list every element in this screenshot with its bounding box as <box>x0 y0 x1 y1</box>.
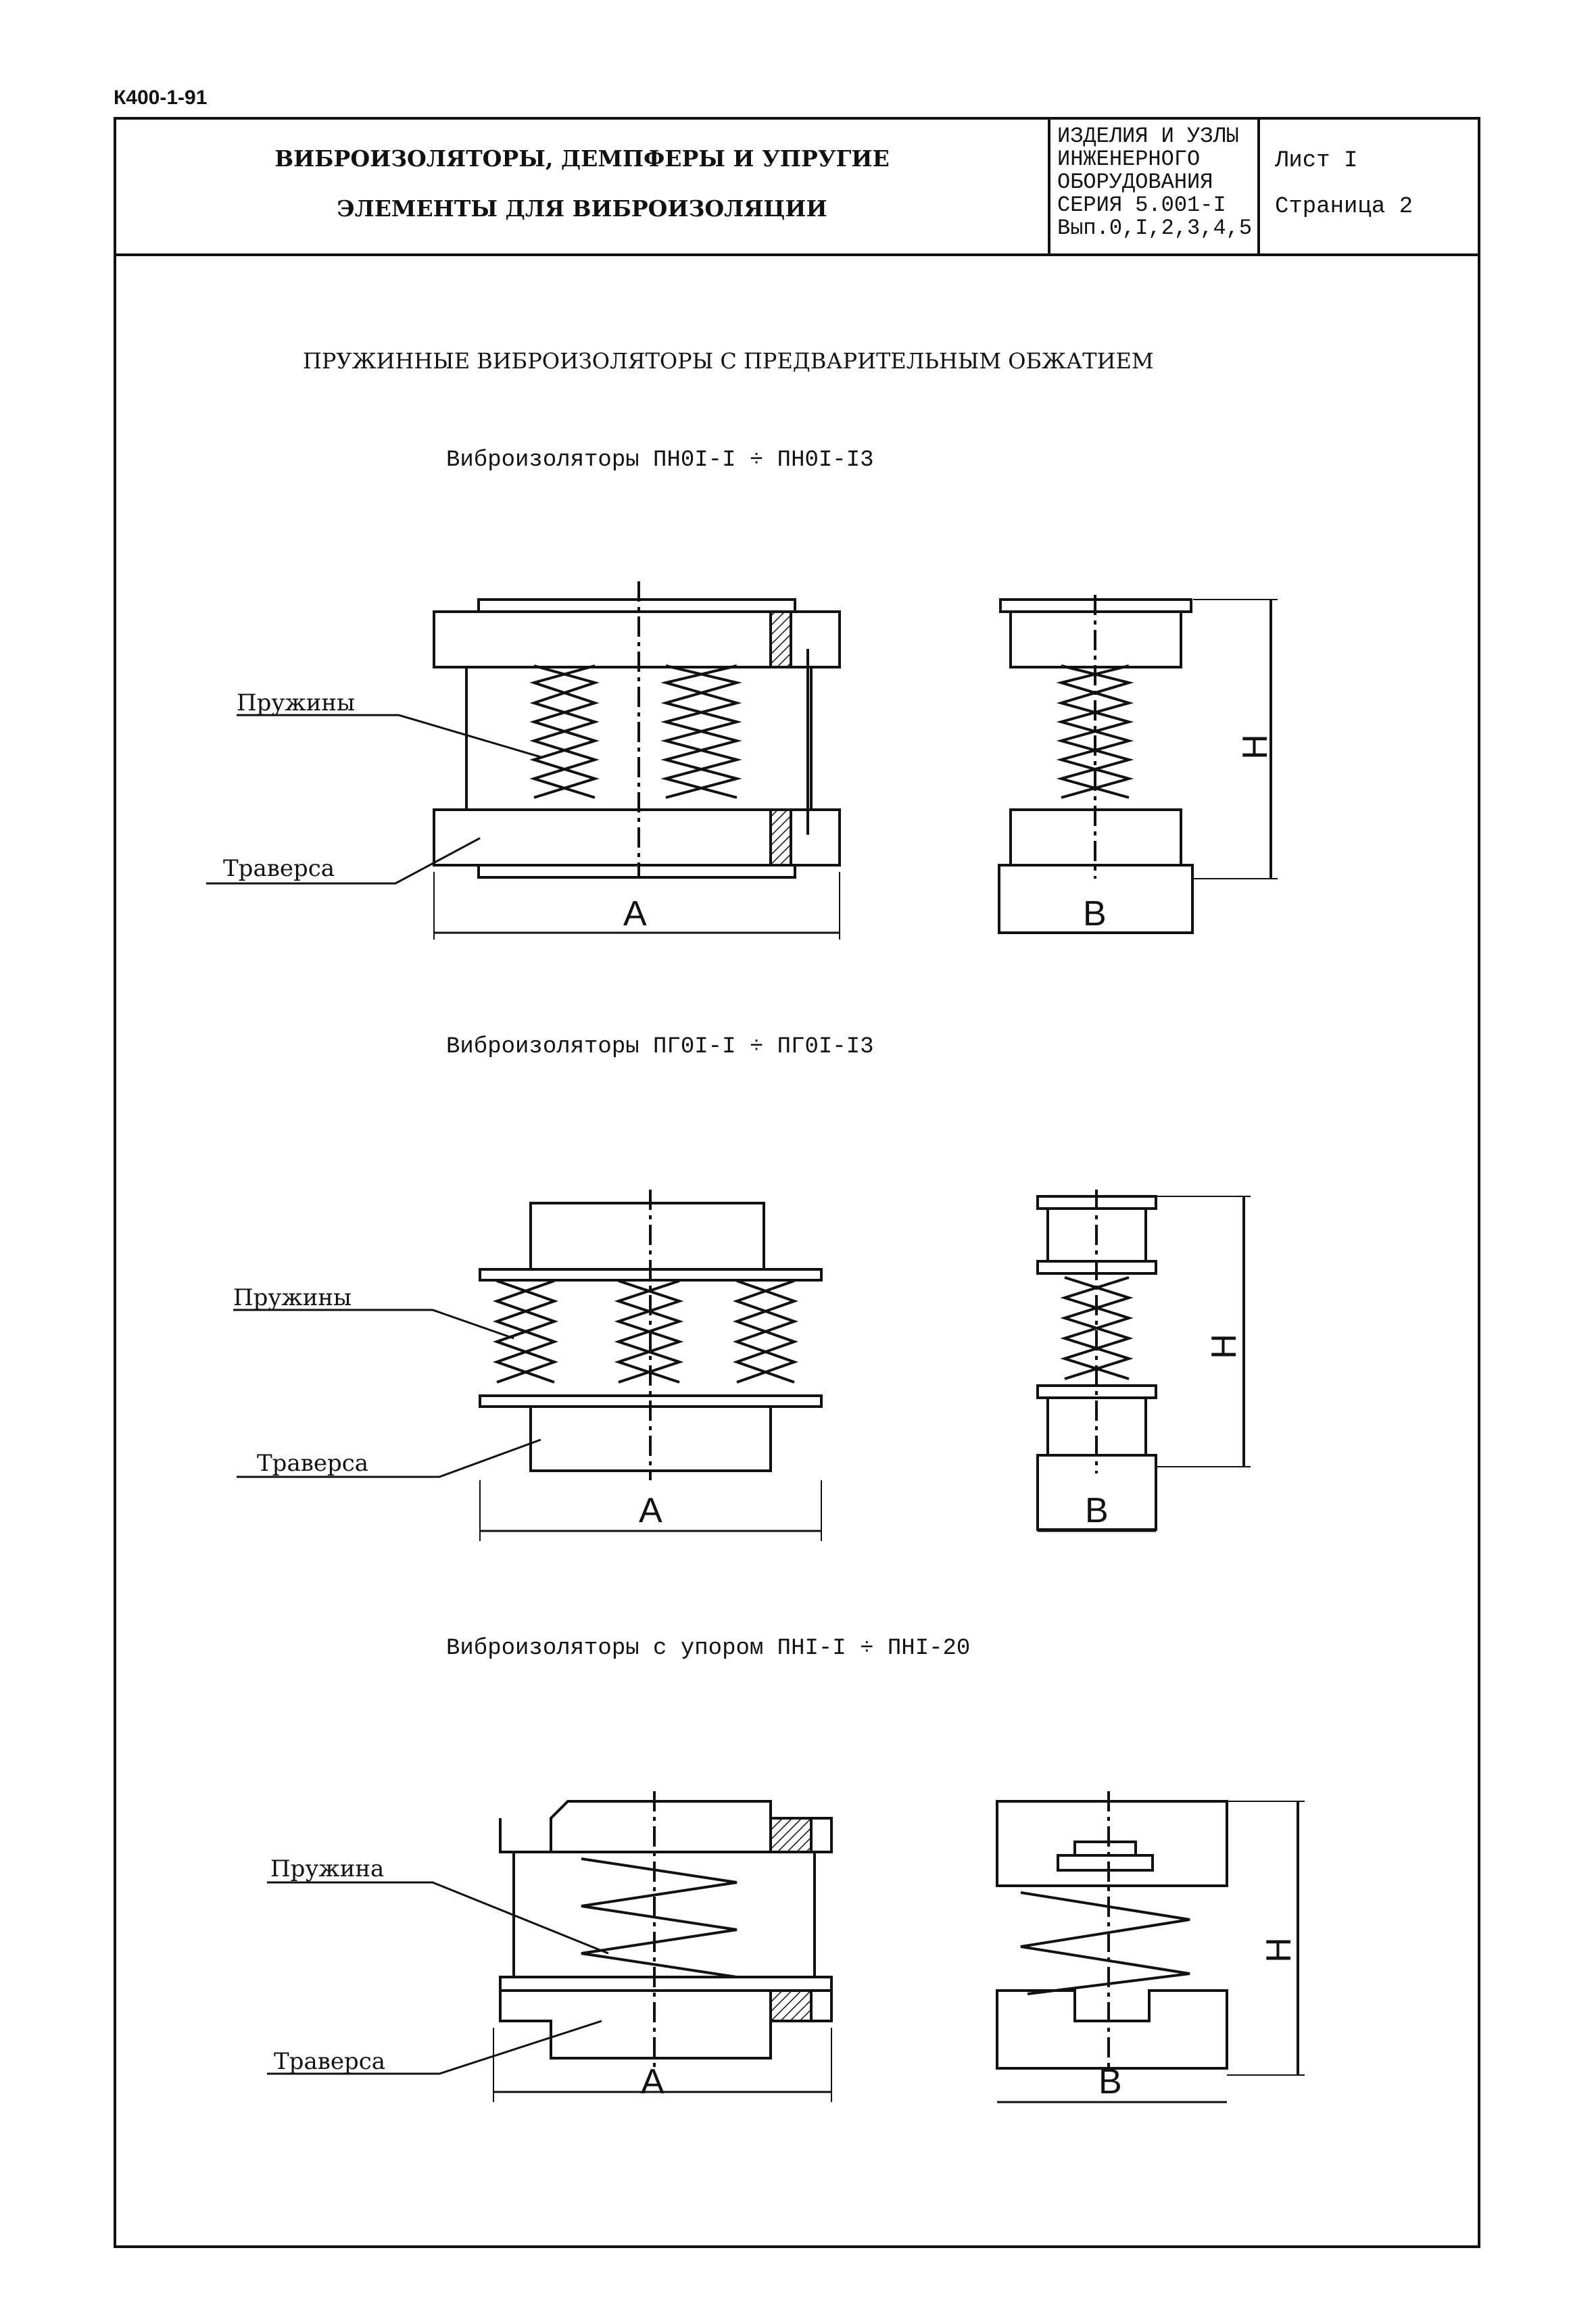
series-line: ИЗДЕЛИЯ И УЗЛЫ <box>1057 124 1239 149</box>
series-line: ОБОРУДОВАНИЯ <box>1057 170 1213 195</box>
section-3-traverse-label: Траверса <box>274 2048 386 2075</box>
section-1-dimension-a: А <box>623 894 647 933</box>
series-cell: ИЗДЕЛИЯ И УЗЛЫ ИНЖЕНЕРНОГО ОБОРУДОВАНИЯ … <box>1048 120 1260 253</box>
section-3-dimension-b: В <box>1098 2062 1122 2101</box>
sheet-cell: Лист I Страница 2 <box>1257 120 1480 253</box>
isolator-1-front-view <box>433 581 841 940</box>
drawing-frame: ВИБРОИЗОЛЯТОРЫ, ДЕМПФЕРЫ И УПРУГИЕ ЭЛЕМЕ… <box>114 117 1480 2248</box>
section-2-traverse-label: Траверса <box>257 1450 369 1477</box>
section-2-dimension-b: В <box>1085 1491 1109 1530</box>
section-2-dimension-h: Н <box>1204 1334 1244 1359</box>
sheet-number: Лист I <box>1275 148 1358 174</box>
section-1-dimension-b: В <box>1083 894 1107 933</box>
section-2-spring-label: Пружины <box>233 1284 352 1311</box>
section-1-traverse-label: Траверса <box>223 855 335 882</box>
isolator-1-side-view <box>998 595 1278 934</box>
document-title-line-2: ЭЛЕМЕНТЫ ДЛЯ ВИБРОИЗОЛЯЦИИ <box>337 195 827 222</box>
title-cell: ВИБРОИЗОЛЯТОРЫ, ДЕМПФЕРЫ И УПРУГИЕ ЭЛЕМЕ… <box>116 120 1050 253</box>
isolator-2-front-view <box>479 1190 823 1541</box>
series-line: ИНЖЕНЕРНОГО <box>1057 147 1201 172</box>
isolator-3-front-view <box>493 1791 833 2102</box>
section-1-dimension-h: Н <box>1235 734 1275 760</box>
section-3-dimension-h: Н <box>1259 1937 1299 1963</box>
section-2-dimension-a: А <box>639 1491 662 1530</box>
section-1-spring-label: Пружины <box>237 689 356 716</box>
series-line: СЕРИЯ 5.001-I <box>1057 193 1226 218</box>
section-2-caption: Виброизоляторы ПГ0I-I ÷ ПГ0I-I3 <box>446 1034 874 1060</box>
section-3-caption: Виброизоляторы с упором ПНI-I ÷ ПНI-20 <box>446 1636 971 1661</box>
section-3-dimension-a: А <box>641 2062 664 2101</box>
leader-lines <box>206 714 609 2075</box>
section-1-caption: Виброизоляторы ПН0I-I ÷ ПН0I-I3 <box>446 447 874 473</box>
document-title-line-1: ВИБРОИЗОЛЯТОРЫ, ДЕМПФЕРЫ И УПРУГИЕ <box>274 145 890 172</box>
document-code: К400-1-91 <box>114 87 208 109</box>
title-block: ВИБРОИЗОЛЯТОРЫ, ДЕМПФЕРЫ И УПРУГИЕ ЭЛЕМЕ… <box>116 120 1478 256</box>
section-3-spring-label: Пружина <box>270 1855 385 1882</box>
isolator-3-side-view <box>996 1791 1305 2103</box>
page-number: Страница 2 <box>1275 194 1413 220</box>
page-heading: ПРУЖИННЫЕ ВИБРОИЗОЛЯТОРЫ С ПРЕДВАРИТЕЛЬН… <box>303 348 1154 374</box>
isolator-2-side-view <box>1036 1190 1251 1532</box>
series-line: Вып.0,I,2,3,4,5 <box>1057 216 1253 241</box>
